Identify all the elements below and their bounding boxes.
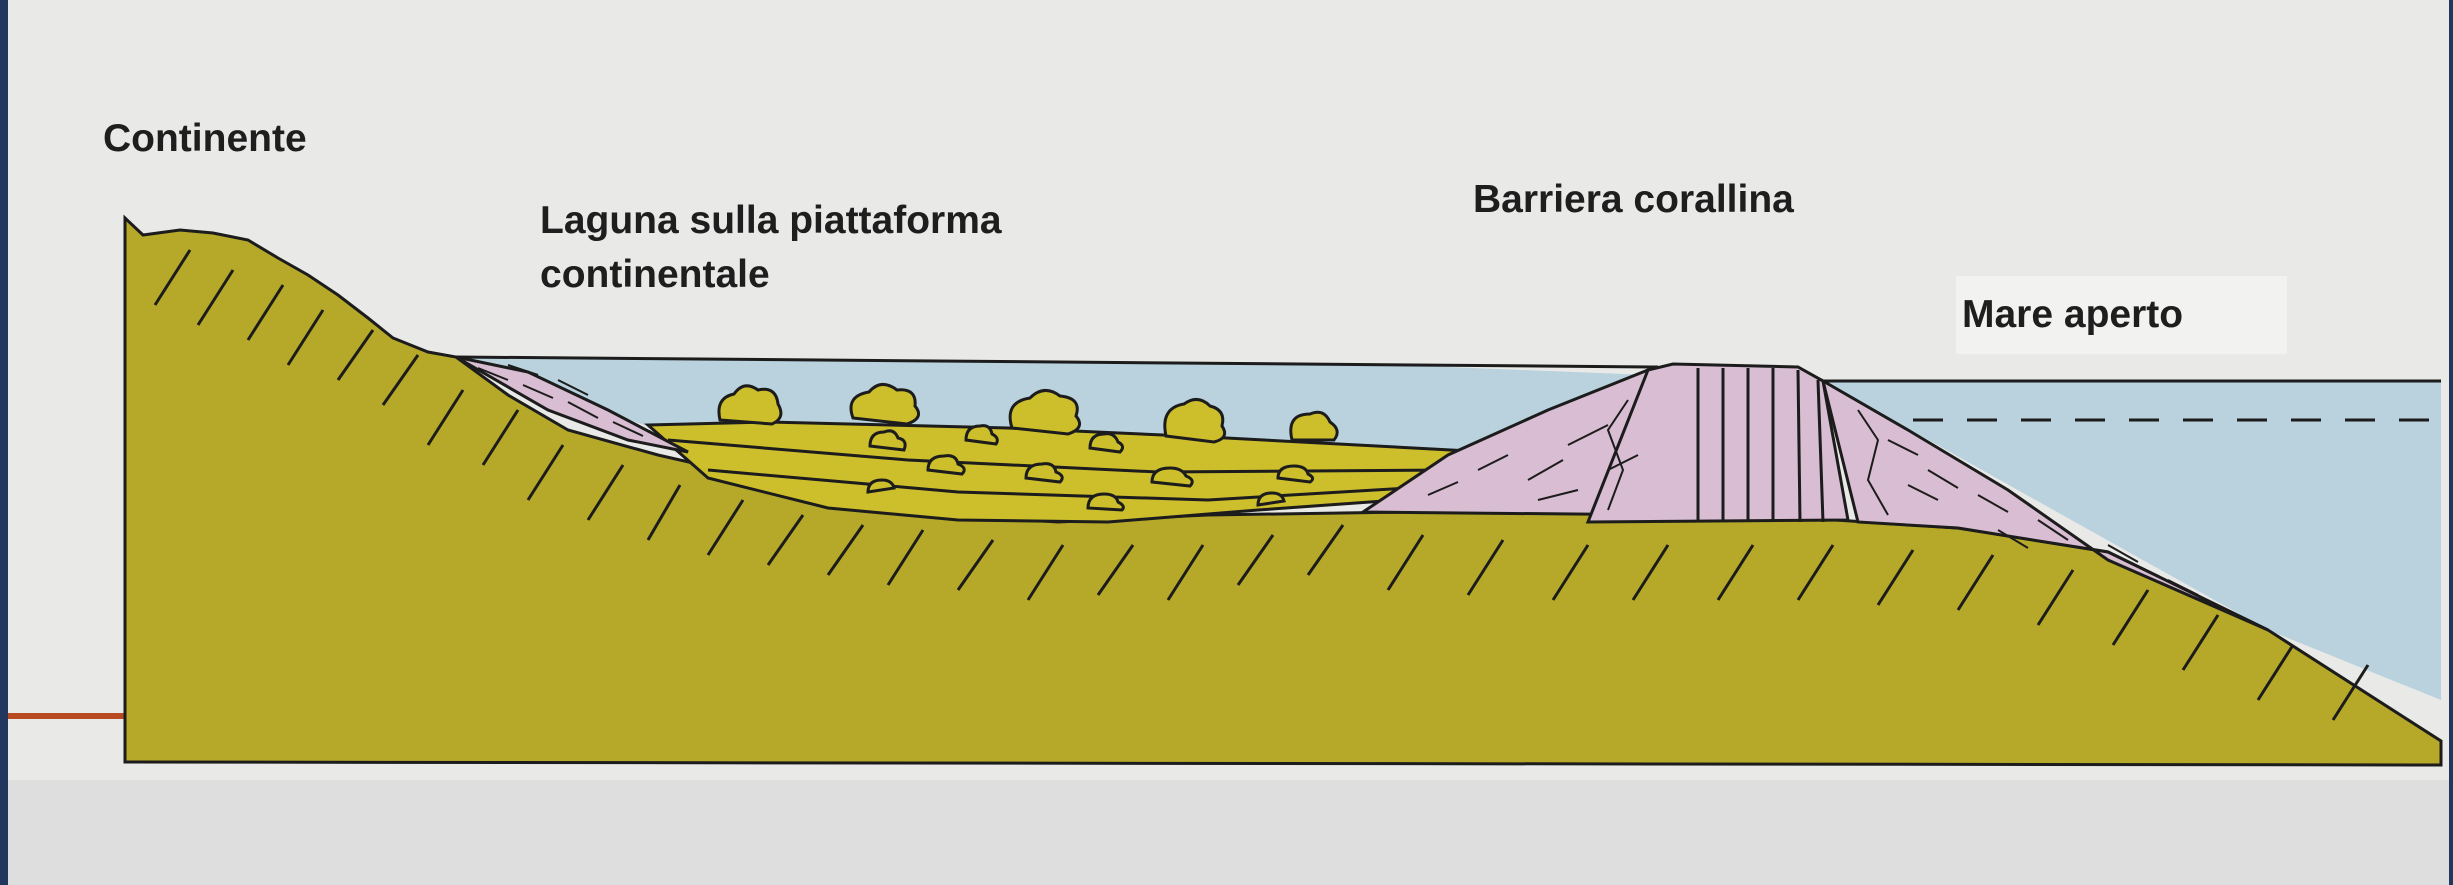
- coral-head: [1256, 491, 1286, 507]
- label-barriera-corallina: Barriera corallina: [1473, 178, 1794, 221]
- coral-head: [1289, 410, 1339, 442]
- coral-head: [1024, 462, 1064, 484]
- reef-debris-marks: [1427, 399, 2199, 596]
- coral-head: [868, 429, 907, 452]
- label-mare-aperto: Mare aperto: [1956, 276, 2288, 354]
- coral-head: [849, 383, 921, 426]
- coral-head: [1150, 466, 1194, 488]
- coral-head: [964, 424, 999, 446]
- coral-heads: [717, 383, 1339, 512]
- label-laguna: Laguna sulla piattaforma continentale: [540, 194, 1002, 302]
- sediment-layer-line: [707, 468, 1409, 502]
- label-laguna-line2: continentale: [540, 253, 770, 296]
- label-continente: Continente: [103, 117, 307, 160]
- coral-head: [1008, 389, 1082, 436]
- coral-head: [1088, 432, 1125, 454]
- open-sea-water: [1823, 381, 2441, 700]
- reef-core-stripes: [1696, 368, 1825, 523]
- coral-reef-cross-section: [8, 214, 2449, 885]
- coral-head: [717, 384, 783, 426]
- sea-level-line: [455, 355, 1659, 369]
- coral-head: [1086, 492, 1125, 512]
- fore-reef-slope: [1820, 377, 2269, 632]
- page-scan: Continente Laguna sulla piattaforma cont…: [8, 0, 2449, 885]
- coral-head: [866, 478, 896, 494]
- bottom-paper-band: [8, 780, 2449, 885]
- bedrock-hatching: [153, 249, 2370, 721]
- coral-head: [926, 454, 966, 476]
- label-laguna-line1: Laguna sulla piattaforma: [540, 199, 1002, 242]
- talus-dashes: [477, 364, 644, 437]
- coral-head: [1276, 464, 1315, 484]
- coral-head: [1163, 398, 1227, 444]
